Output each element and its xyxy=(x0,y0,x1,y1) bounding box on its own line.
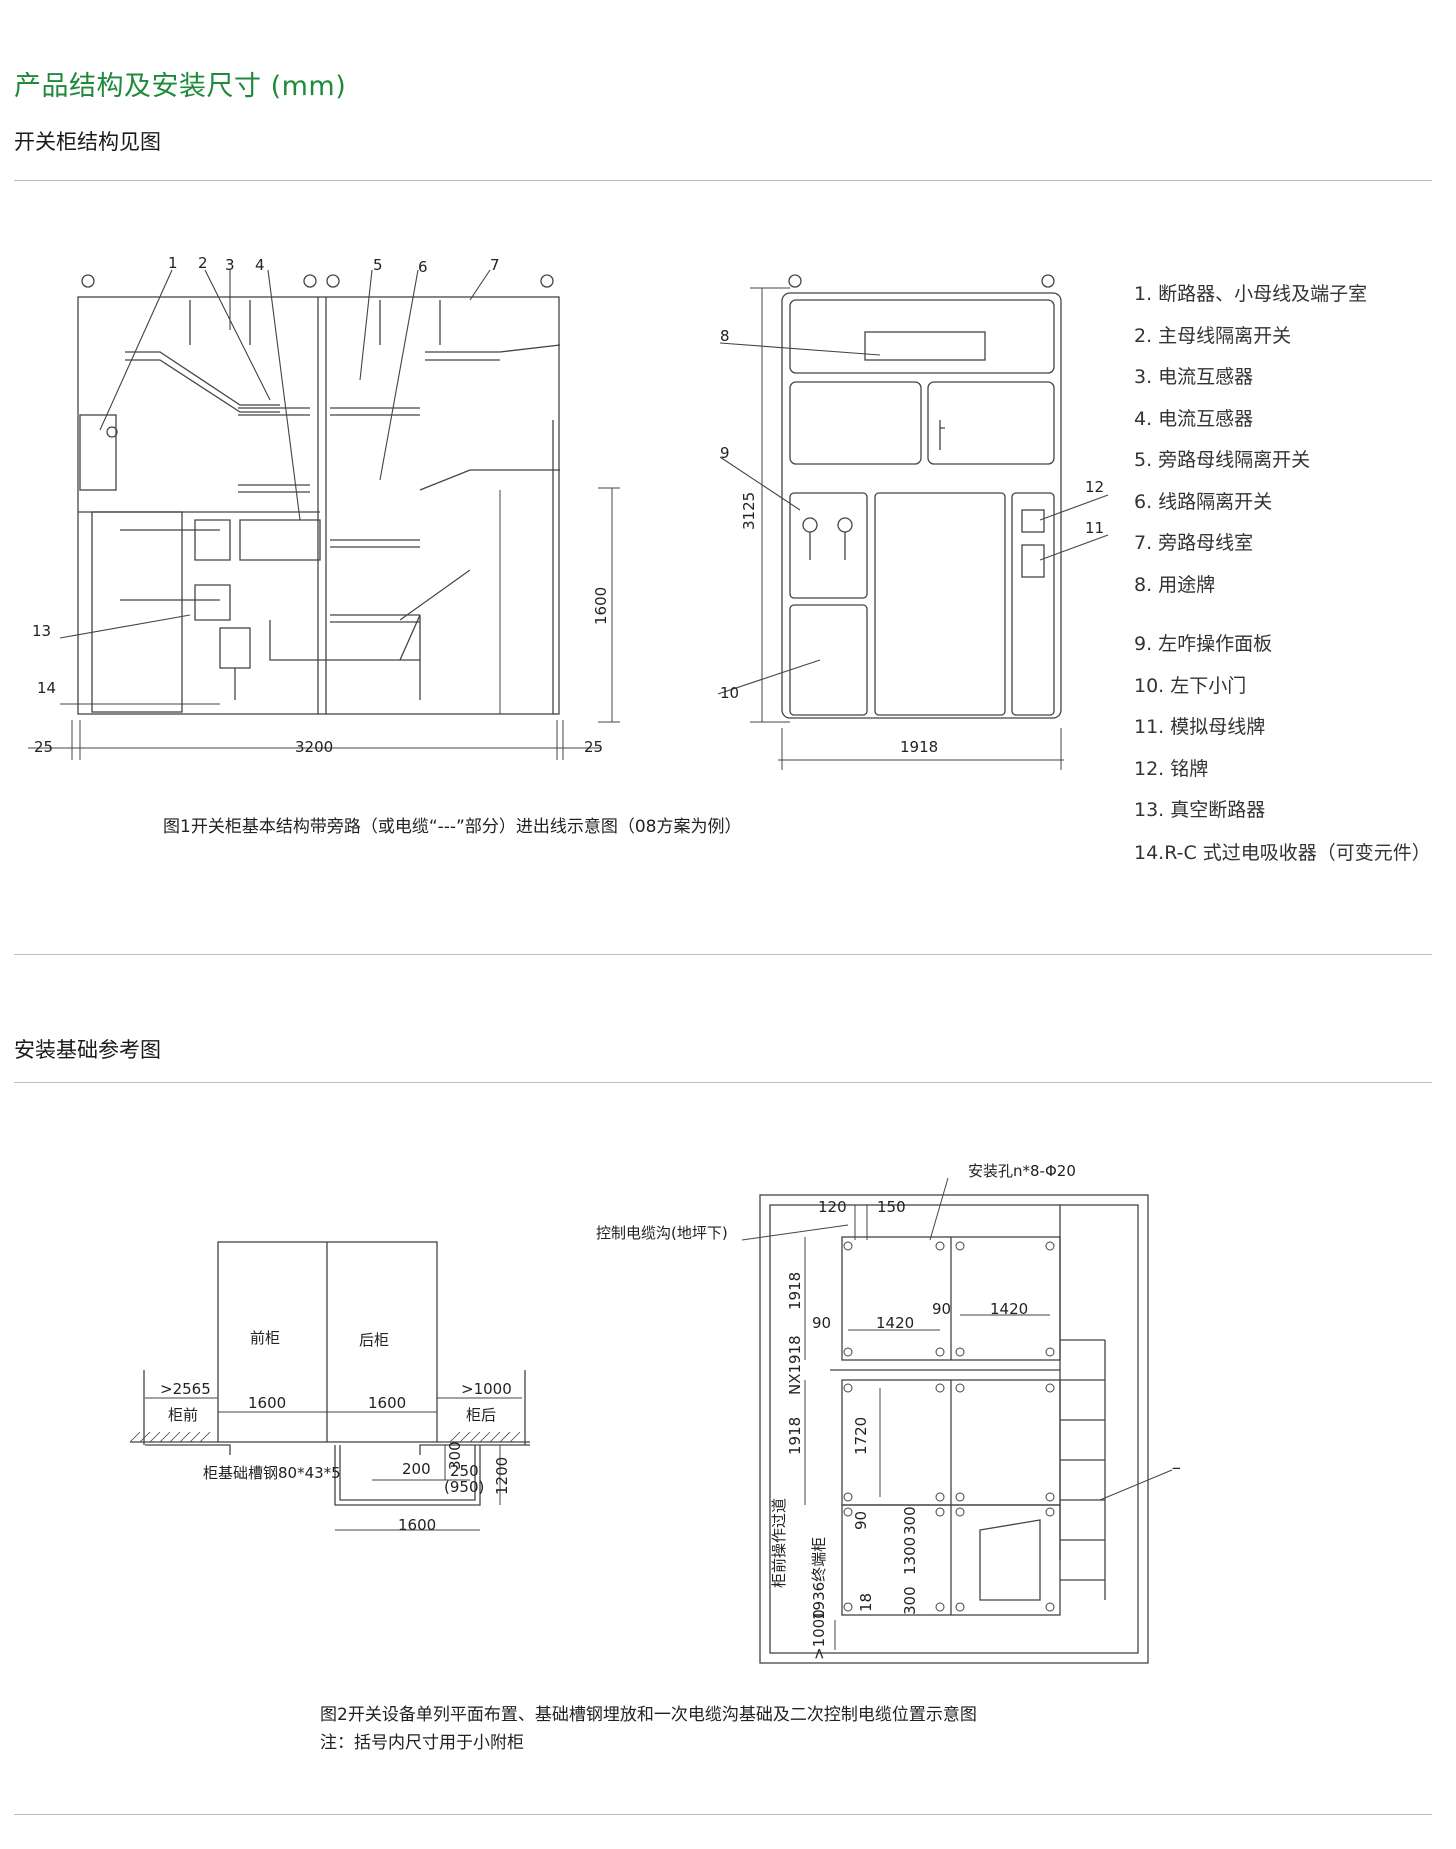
callout-2: 2 xyxy=(198,254,208,272)
legend-item: 14.R-C 式过电吸收器（可变元件） xyxy=(1134,841,1431,864)
foundation-elevation xyxy=(129,1241,530,1531)
callout-1: 1 xyxy=(168,254,178,272)
dim-1720: 1720 xyxy=(852,1417,870,1455)
dim-90-a: 90 xyxy=(812,1314,831,1332)
front-aisle-label: 柜前操作过道 xyxy=(770,1498,788,1588)
front-view-cabinet xyxy=(717,274,1109,770)
rear-width: 1600 xyxy=(368,1394,406,1412)
callout-7: 7 xyxy=(490,256,500,274)
rear-cabinet-label: 后柜 xyxy=(359,1331,389,1349)
dim-1300: 1300 xyxy=(901,1537,919,1575)
dim-90-b: 90 xyxy=(932,1300,951,1318)
dim-width: 3200 xyxy=(295,738,333,756)
callout-12: 12 xyxy=(1085,478,1104,496)
section2-title: 安装基础参考图 xyxy=(14,1038,161,1062)
dim-front-width: 1918 xyxy=(900,738,938,756)
trench-width: 1600 xyxy=(398,1516,436,1534)
page-title: 产品结构及安装尺寸 (mm) xyxy=(14,71,347,102)
front-clearance: >2565 xyxy=(160,1380,211,1398)
dim-height-1600: 1600 xyxy=(592,587,610,625)
callout-8: 8 xyxy=(720,327,730,345)
main-trench-cover-label: 一次电缆主沟盖板 xyxy=(1172,1460,1180,1478)
callout-5: 5 xyxy=(373,256,383,274)
dim-right-margin: 25 xyxy=(584,738,603,756)
legend-item: 7. 旁路母线室 xyxy=(1134,532,1254,554)
legend-item: 9. 左咋操作面板 xyxy=(1134,633,1273,655)
dim-left-margin: 25 xyxy=(34,738,53,756)
callout-14: 14 xyxy=(37,679,56,697)
dim-300-a: 300 xyxy=(901,1506,919,1535)
callout-6: 6 xyxy=(418,258,428,276)
dim-1000: >1000 xyxy=(810,1609,828,1660)
dim-1200: 1200 xyxy=(493,1457,511,1495)
callout-11: 11 xyxy=(1085,519,1104,537)
foundation-plan xyxy=(741,1177,1173,1664)
dim-300-left: 300 xyxy=(446,1441,464,1470)
dim-nx1918: NX1918 xyxy=(786,1335,804,1395)
section1-title: 开关柜结构见图 xyxy=(14,130,161,154)
dim-300-b: 300 xyxy=(901,1586,919,1615)
divider xyxy=(14,180,1432,181)
switchgear-structure-diagram: 1 2 3 4 5 6 7 8 9 10 11 12 13 14 25 3200… xyxy=(28,254,1109,770)
legend-item: 11. 模拟母线牌 xyxy=(1134,716,1266,738)
installation-foundation-diagram: 前柜 后柜 >2565 柜前 >1000 柜后 1600 1600 柜基础槽钢8… xyxy=(129,1162,1180,1664)
legend-item: 10. 左下小门 xyxy=(1134,674,1247,697)
dim-250: 250 xyxy=(450,1462,479,1480)
dim-150: 150 xyxy=(877,1198,906,1216)
legend-item: 6. 线路隔离开关 xyxy=(1134,490,1273,513)
dim-1420-b: 1420 xyxy=(990,1300,1028,1318)
legend-item: 12. 铭牌 xyxy=(1134,757,1209,780)
side-view-cabinet xyxy=(28,269,620,760)
divider xyxy=(14,954,1432,955)
dim-1918-a: 1918 xyxy=(786,1272,804,1310)
legend-item: 5. 旁路母线隔离开关 xyxy=(1134,449,1311,471)
mount-holes-label: 安装孔n*8-Φ20 xyxy=(968,1162,1076,1180)
dim-18: 18 xyxy=(857,1593,875,1612)
dim-1918-b: 1918 xyxy=(786,1417,804,1455)
front-width: 1600 xyxy=(248,1394,286,1412)
control-trench-label: 控制电缆沟(地坪下) xyxy=(596,1224,728,1242)
rear-label: 柜后 xyxy=(466,1406,496,1424)
legend-item: 8. 用途牌 xyxy=(1134,573,1216,596)
legend-item: 2. 主母线隔离开关 xyxy=(1134,324,1292,347)
dim-200: 200 xyxy=(402,1460,431,1478)
legend-item: 1. 断路器、小母线及端子室 xyxy=(1134,283,1368,305)
front-label: 柜前 xyxy=(168,1406,198,1424)
callout-9: 9 xyxy=(720,444,730,462)
callout-10: 10 xyxy=(720,684,739,702)
dim-90-c: 90 xyxy=(852,1511,870,1530)
terminal-cabinet-label: 1936终端柜 xyxy=(810,1537,828,1620)
legend-item: 13. 真空断路器 xyxy=(1134,799,1266,821)
callout-13: 13 xyxy=(32,622,51,640)
figure1-caption: 图1开关柜基本结构带旁路（或电缆“---”部分）进出线示意图（08方案为例） xyxy=(163,817,742,837)
dim-height-3125: 3125 xyxy=(740,492,758,530)
dim-950: (950) xyxy=(444,1478,484,1496)
figure2-note: 注：括号内尺寸用于小附柜 xyxy=(320,1733,524,1753)
dim-1420-a: 1420 xyxy=(876,1314,914,1332)
front-cabinet-label: 前柜 xyxy=(250,1329,280,1347)
legend-item: 4. 电流互感器 xyxy=(1134,407,1254,430)
callout-3: 3 xyxy=(225,256,235,274)
component-legend: 1. 断路器、小母线及端子室 2. 主母线隔离开关 3. 电流互感器 4. 电流… xyxy=(1134,274,1434,869)
legend-item: 3. 电流互感器 xyxy=(1134,366,1254,388)
channel-steel-label: 柜基础槽钢80*43*5 xyxy=(203,1464,341,1482)
dim-120: 120 xyxy=(818,1198,847,1216)
figure2-caption: 图2开关设备单列平面布置、基础槽钢埋放和一次电缆沟基础及二次控制电缆位置示意图 xyxy=(320,1705,977,1725)
divider xyxy=(14,1814,1432,1815)
callout-4: 4 xyxy=(255,256,265,274)
divider xyxy=(14,1082,1432,1083)
rear-clearance: >1000 xyxy=(461,1380,512,1398)
